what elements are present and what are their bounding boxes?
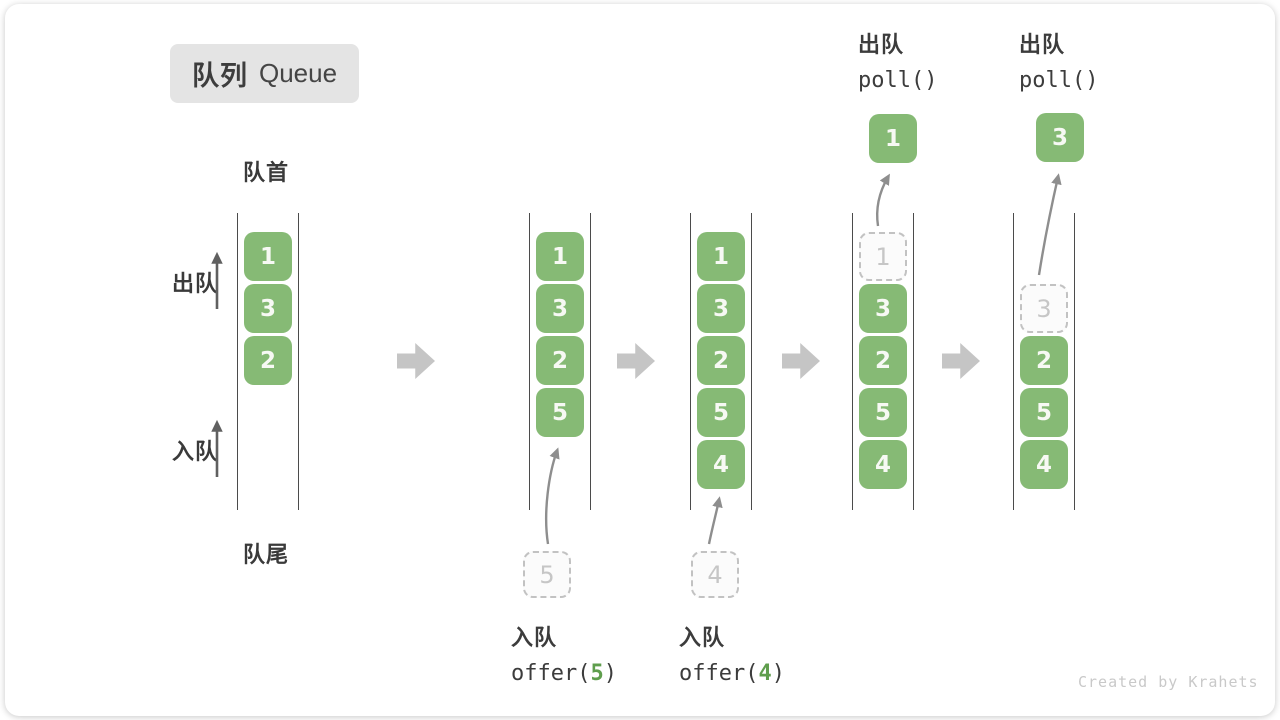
queue-cell: 3	[697, 284, 745, 333]
queue-cell: 2	[1020, 336, 1068, 385]
queue-cell: 3	[859, 284, 907, 333]
queue-cell: 3	[244, 284, 292, 333]
annotation-offer-code: offer(5)	[511, 661, 617, 686]
label-enqueue: 入队	[172, 439, 219, 464]
code-arg: 5	[590, 661, 604, 686]
queue-cell: 2	[859, 336, 907, 385]
code-arg: 4	[758, 661, 772, 686]
watermark: Created by Krahets	[1078, 673, 1259, 691]
annotation-poll-2: 出队 poll()	[1019, 27, 1098, 93]
removed-cell: 1	[859, 232, 907, 281]
polled-element-1: 1	[869, 114, 917, 163]
code-close: )	[603, 661, 617, 686]
queue-cell: 3	[536, 284, 584, 333]
queue-cell: 5	[859, 388, 907, 437]
code-fn: offer(	[511, 661, 591, 686]
queue-state-1: 1 3 2	[237, 213, 299, 510]
annotation-poll-label: 出队	[858, 32, 905, 57]
code-fn: offer(	[679, 661, 759, 686]
queue-cell: 1	[244, 232, 292, 281]
queue-state-2: 1 3 2 5	[529, 213, 591, 510]
label-dequeue: 出队	[172, 271, 219, 296]
label-queue-front: 队首	[243, 160, 290, 185]
removed-cell: 3	[1020, 284, 1068, 333]
queue-state-5: 3 2 5 4	[1013, 213, 1075, 510]
polled-element-3: 3	[1036, 113, 1084, 162]
annotation-poll-label: 出队	[1019, 32, 1066, 57]
queue-state-4: 1 3 2 5 4	[852, 213, 914, 510]
annotation-offer-label: 入队	[679, 625, 726, 650]
queue-cell: 5	[1020, 388, 1068, 437]
incoming-element-5: 5	[523, 551, 571, 598]
queue-cell: 2	[244, 336, 292, 385]
annotation-poll-code: poll()	[1019, 68, 1099, 93]
label-queue-rear: 队尾	[243, 542, 290, 567]
queue-cell: 2	[536, 336, 584, 385]
annotation-poll-code: poll()	[858, 68, 938, 93]
annotation-offer-label: 入队	[511, 625, 558, 650]
queue-cell: 5	[697, 388, 745, 437]
queue-cell: 4	[697, 440, 745, 489]
incoming-element-4: 4	[691, 551, 739, 598]
title-badge: 队列 Queue	[170, 44, 360, 103]
title-zh: 队列	[192, 61, 248, 91]
annotation-poll-1: 出队 poll()	[858, 27, 937, 93]
code-close: )	[771, 661, 785, 686]
queue-cell: 4	[859, 440, 907, 489]
queue-cell: 4	[1020, 440, 1068, 489]
annotation-offer-code: offer(4)	[679, 661, 785, 686]
title-en: Queue	[259, 58, 338, 88]
annotation-offer-5: 入队 offer(5)	[511, 620, 617, 686]
queue-cell: 1	[536, 232, 584, 281]
queue-state-3: 1 3 2 5 4	[690, 213, 752, 510]
queue-cell: 1	[697, 232, 745, 281]
queue-cell: 2	[697, 336, 745, 385]
queue-cell: 5	[536, 388, 584, 437]
annotation-offer-4: 入队 offer(4)	[679, 620, 785, 686]
